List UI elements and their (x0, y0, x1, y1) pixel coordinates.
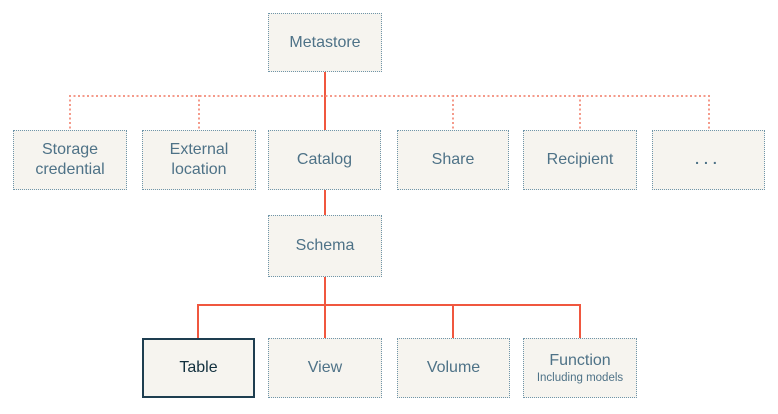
connector-schema-volume (452, 304, 454, 338)
connector-schema-function (579, 304, 581, 338)
connector-metastore-share (452, 95, 454, 130)
node-function-sublabel: Including models (536, 371, 624, 384)
node-recipient: Recipient (523, 130, 637, 190)
connector-schema-table (197, 304, 199, 338)
node-function: Function Including models (523, 338, 637, 398)
node-storage-credential: Storage credential (13, 130, 127, 190)
connector-metastore-ellipsis (708, 95, 710, 130)
connector-metastore-external-location (198, 95, 200, 130)
connector-metastore-storage-credential (69, 95, 71, 130)
node-share: Share (397, 130, 509, 190)
node-schema: Schema (268, 215, 382, 277)
node-function-label: Function (549, 351, 611, 369)
node-ellipsis: ... (652, 130, 765, 190)
connector-metastore-catalog (324, 71, 326, 130)
node-catalog: Catalog (268, 130, 381, 190)
node-table: Table (142, 338, 255, 398)
connector-schema-view (324, 277, 326, 338)
connector-metastore-rail (69, 95, 709, 97)
connector-schema-rail (197, 304, 581, 306)
connector-catalog-schema (324, 190, 326, 215)
node-view: View (268, 338, 382, 398)
node-volume: Volume (397, 338, 510, 398)
node-metastore: Metastore (268, 13, 382, 72)
node-external-location: External location (142, 130, 256, 190)
connector-metastore-recipient (579, 95, 581, 130)
